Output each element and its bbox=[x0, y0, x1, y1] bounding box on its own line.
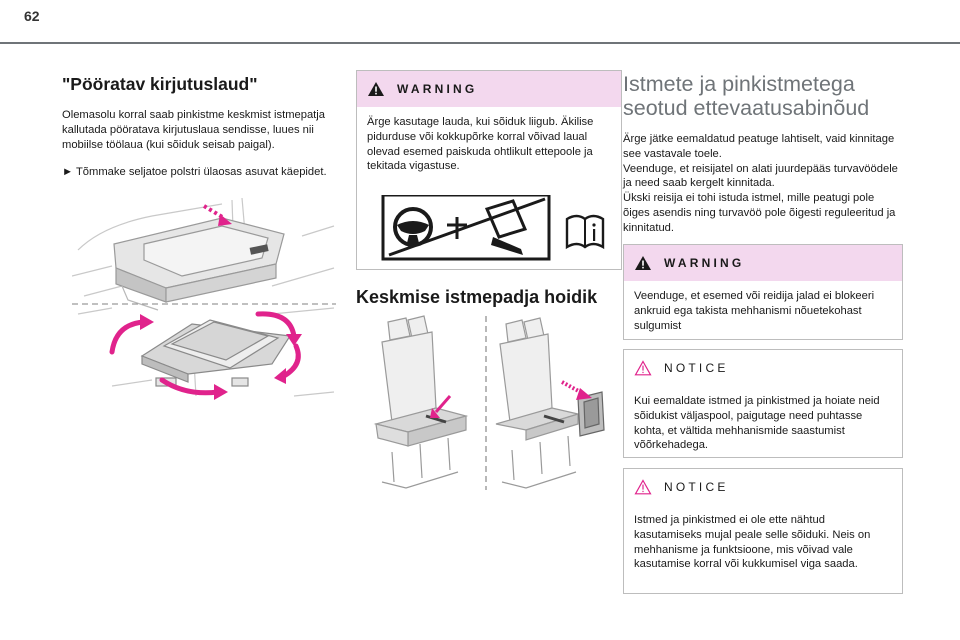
warning-box-anchors: WARNING Veenduge, et esemed või reidija … bbox=[623, 244, 903, 340]
manual-info-icon bbox=[565, 214, 605, 250]
column-precautions: Istmete ja pinkistmetega seotud ettevaat… bbox=[623, 72, 901, 236]
notice-triangle-icon bbox=[634, 479, 652, 495]
warning-label: WARNING bbox=[664, 256, 745, 270]
column-rotating-desk: "Pööratav kirjutuslaud" Olemasolu korral… bbox=[62, 70, 338, 180]
warning-triangle-icon bbox=[368, 82, 384, 96]
notice-box-header: NOTICE bbox=[624, 469, 902, 505]
warning-box-table: WARNING Ärge kasutage lauda, kui sõiduk … bbox=[356, 70, 622, 270]
notice-box-vehicle-use: NOTICE Istmed ja pinkistmed ei ole ette … bbox=[623, 468, 903, 594]
warning-triangle-icon bbox=[635, 256, 651, 270]
warning-box-header: WARNING bbox=[357, 71, 621, 107]
section-title-precautions: Istmete ja pinkistmetega seotud ettevaat… bbox=[623, 72, 870, 120]
section-title-rotating-desk: "Pööratav kirjutuslaud" bbox=[62, 74, 258, 94]
notice-label: NOTICE bbox=[664, 361, 729, 375]
notice-box-storage: NOTICE Kui eemaldate istmed ja pinkistme… bbox=[623, 349, 903, 458]
rotating-desk-illustration bbox=[72, 197, 336, 400]
warning-table-text: Ärge kasutage lauda, kui sõiduk liigub. … bbox=[367, 116, 594, 173]
rotating-desk-paragraph: Olemasolu korral saab pinkistme keskmist… bbox=[62, 109, 325, 151]
cushion-holder-illustration bbox=[373, 315, 605, 490]
warning-box-header: WARNING bbox=[624, 245, 902, 281]
precautions-paragraph: Ärge jätke eemaldatud peatuge lahtiselt,… bbox=[623, 133, 898, 234]
rotating-desk-step: ► Tõmmake seljatoe polstri ülaosas asuva… bbox=[62, 166, 327, 179]
warning-label: WARNING bbox=[397, 82, 478, 96]
page-number: 62 bbox=[24, 8, 40, 24]
table-safety-pictograms bbox=[381, 195, 605, 261]
notice-triangle-icon bbox=[634, 360, 652, 376]
notice-vehicle-use-text: Istmed ja pinkistmed ei ole ette nähtud … bbox=[634, 514, 871, 571]
pull-arrow-icon bbox=[218, 214, 232, 226]
notice-storage-text: Kui eemaldate istmed ja pinkistmed ja ho… bbox=[634, 395, 880, 452]
steering-wheel-prohibited-icon bbox=[393, 207, 433, 247]
notice-box-header: NOTICE bbox=[624, 350, 902, 386]
notice-label: NOTICE bbox=[664, 480, 729, 494]
warning-anchors-text: Veenduge, et esemed või reidija jalad ei… bbox=[634, 290, 875, 332]
header-rule bbox=[0, 42, 960, 44]
section-title-cushion-holder: Keskmise istmepadja hoidik bbox=[356, 287, 598, 307]
table-icon bbox=[484, 199, 528, 255]
